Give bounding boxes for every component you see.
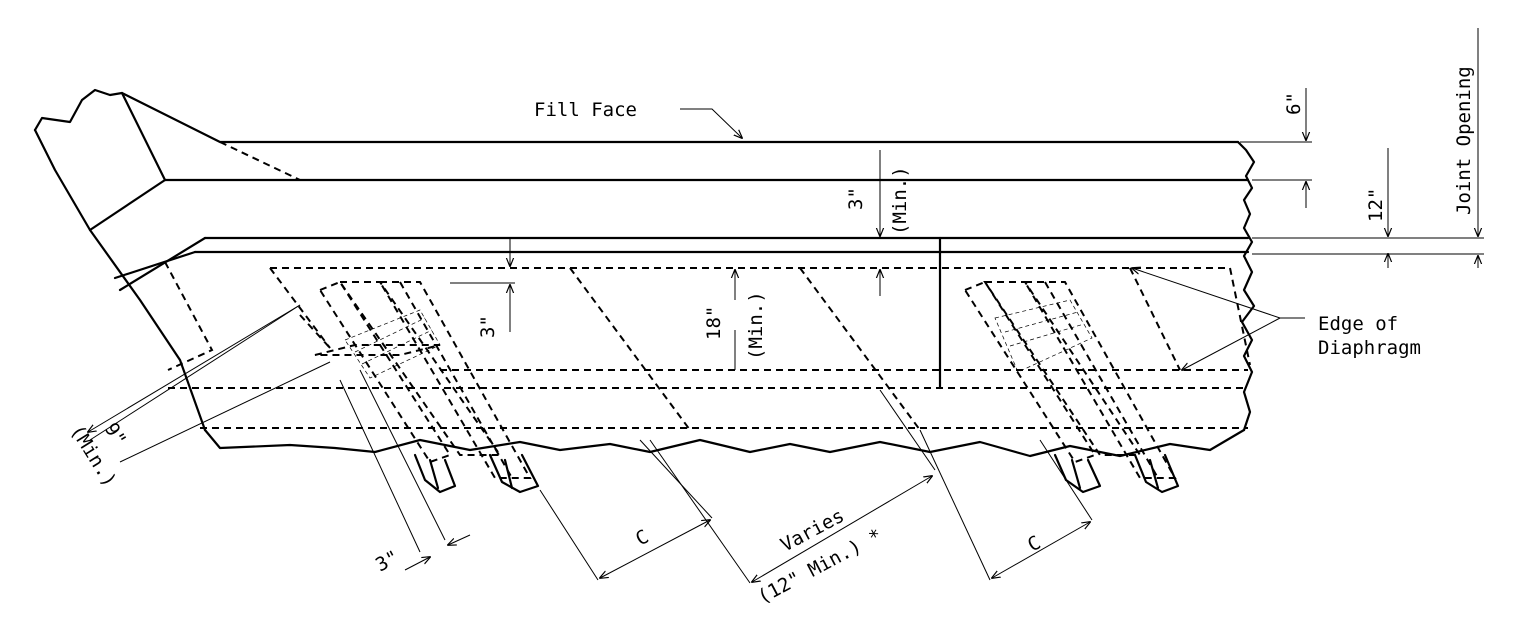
fill-face-label: Fill Face xyxy=(534,99,637,121)
min-mid-label: (Min.) xyxy=(745,291,767,360)
dimension-lines xyxy=(88,28,1484,584)
bottom-break-edge xyxy=(203,428,1246,458)
edge-line2-label: Diaphragm xyxy=(1318,337,1421,359)
right-break-edge xyxy=(1236,140,1256,432)
six-inch-label: 6" xyxy=(1283,92,1305,115)
wing-diag-3 xyxy=(113,250,197,280)
wing-diag-2 xyxy=(118,236,207,292)
structure-outline xyxy=(33,88,1256,458)
three-inch-left-label: 3" xyxy=(477,315,499,338)
c-left-label: C xyxy=(632,526,652,551)
right-pile xyxy=(963,280,1180,494)
wing-diag-1 xyxy=(88,178,167,232)
hidden-lines xyxy=(164,141,1251,431)
wing-left-edge xyxy=(33,128,207,432)
three-inch-bottom-label: 3" xyxy=(372,546,403,576)
three-inch-top-label: 3" xyxy=(845,187,867,210)
left-pile xyxy=(314,280,540,494)
twelve-inch-label: 12" xyxy=(1365,188,1387,222)
edge-of-label: Edge of xyxy=(1318,313,1398,335)
joint-opening-label: Joint Opening xyxy=(1453,66,1475,215)
wing-end-outline xyxy=(33,88,1240,144)
eighteen-inch-label: 18" xyxy=(703,306,725,340)
min-top-label: (Min.) xyxy=(889,166,911,235)
drawing-labels: Fill Face 6" 12" Joint Opening 3" (Min.)… xyxy=(66,66,1475,608)
wing-inner-line xyxy=(120,91,167,182)
c-right-label: C xyxy=(1024,532,1044,557)
nine-inch-label: 9" xyxy=(100,419,131,450)
